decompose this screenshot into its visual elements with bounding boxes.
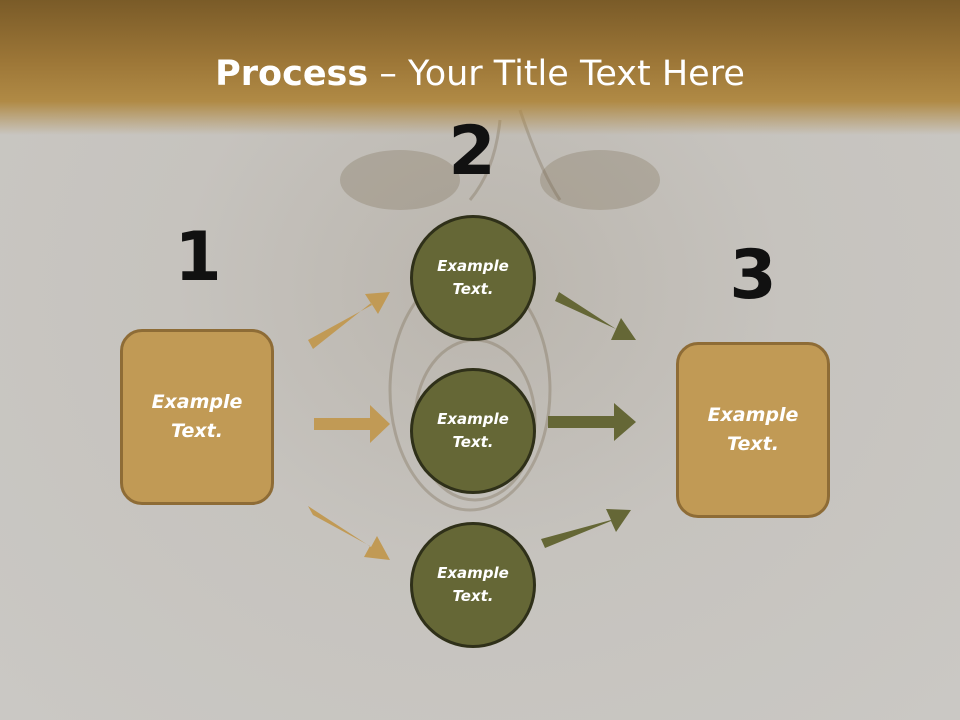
arrow-olive-mid xyxy=(548,403,636,441)
step-number-3: 3 xyxy=(729,236,777,315)
circle-2-label: Example Text. xyxy=(437,410,509,451)
slide-title: Process – Your Title Text Here xyxy=(0,52,960,96)
step-3-box: Example Text. xyxy=(676,342,830,518)
title-bar xyxy=(0,0,960,135)
step-1-box: Example Text. xyxy=(120,329,274,505)
step-1-label: Example Text. xyxy=(151,391,243,442)
arrow-gold-down xyxy=(308,506,390,560)
step-number-2: 2 xyxy=(448,112,496,191)
step-number-1: 1 xyxy=(174,218,222,297)
step-3-label: Example Text. xyxy=(707,404,799,455)
circle-1-label: Example Text. xyxy=(437,257,509,298)
arrow-olive-down xyxy=(555,292,636,340)
arrow-olive-up xyxy=(541,509,631,548)
circle-2: Example Text. xyxy=(410,368,536,494)
circle-1: Example Text. xyxy=(410,215,536,341)
arrow-gold-up xyxy=(308,292,390,349)
arrow-gold-mid xyxy=(314,405,390,443)
title-rest: – Your Title Text Here xyxy=(368,54,745,94)
title-bold: Process xyxy=(215,54,369,94)
circle-3: Example Text. xyxy=(410,522,536,648)
circle-3-label: Example Text. xyxy=(437,564,509,605)
